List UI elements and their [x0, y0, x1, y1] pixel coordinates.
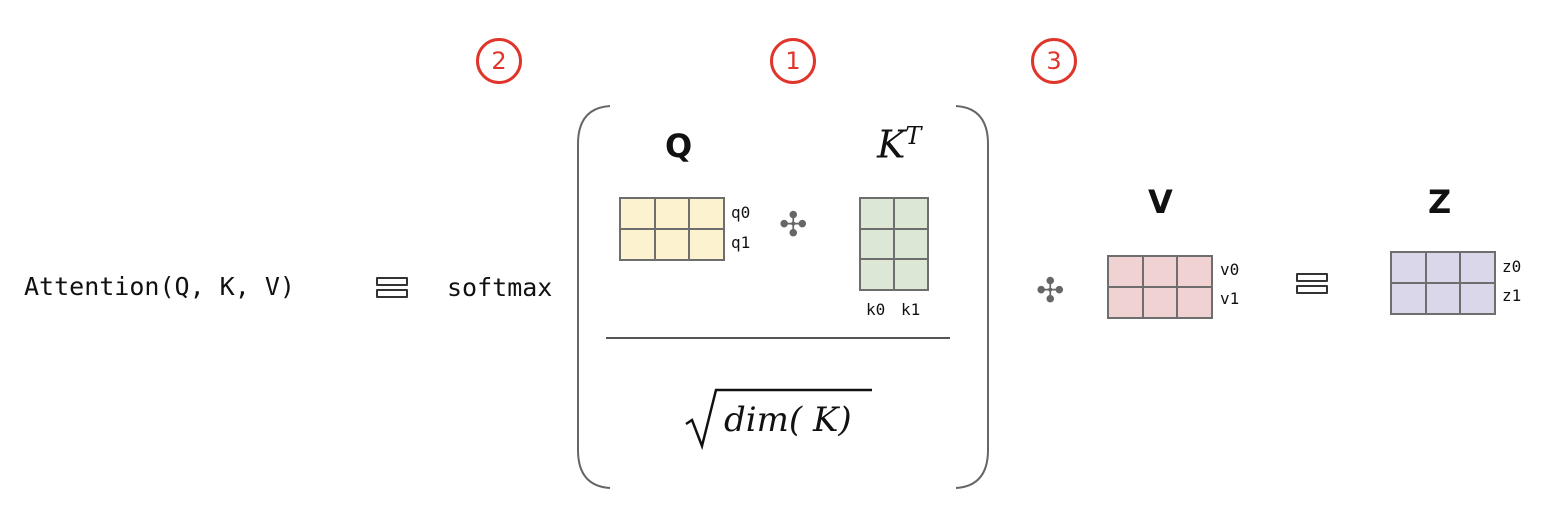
z-matrix — [1390, 251, 1496, 315]
matrix-cell — [654, 198, 690, 229]
matrix-cell — [1425, 283, 1461, 314]
kt-col-label: k0 — [866, 300, 886, 319]
times-icon: ✣ — [779, 205, 808, 245]
z-row-label: z1 — [1502, 286, 1522, 305]
fraction-bar — [606, 337, 950, 339]
step-3-badge: 3 — [1031, 38, 1077, 84]
step-3-number: 3 — [1046, 47, 1062, 75]
matrix-cell — [1142, 287, 1178, 318]
matrix-cell — [1391, 283, 1426, 314]
kt-matrix — [859, 197, 929, 291]
matrix-cell — [689, 198, 724, 229]
softmax-label: softmax — [447, 273, 553, 302]
matrix-cell — [654, 229, 690, 260]
z-label: Z — [1428, 183, 1452, 221]
matrix-cell — [860, 259, 894, 290]
kt-superscript: T — [905, 122, 922, 150]
matrix-cell — [1391, 252, 1426, 283]
matrix-cell — [860, 228, 894, 260]
q-matrix — [619, 197, 725, 261]
matrix-cell — [894, 198, 928, 229]
step-2-badge: 2 — [476, 38, 522, 84]
matrix-cell — [620, 229, 655, 260]
matrix-cell — [894, 259, 928, 290]
kt-col-label: k1 — [901, 300, 921, 319]
matrix-cell — [1142, 256, 1178, 287]
v-row-label: v0 — [1220, 260, 1240, 279]
matrix-cell — [894, 228, 928, 260]
matrix-cell — [1460, 252, 1495, 283]
matrix-cell — [1425, 252, 1461, 283]
step-1-number: 1 — [785, 47, 801, 75]
matrix-cell — [860, 198, 894, 229]
big-parentheses — [577, 105, 989, 489]
step-2-number: 2 — [491, 47, 507, 75]
q-row-label: q0 — [731, 203, 751, 222]
q-label: Q — [665, 127, 693, 165]
matrix-cell — [620, 198, 655, 229]
step-1-badge: 1 — [770, 38, 816, 84]
matrix-cell — [1177, 256, 1212, 287]
matrix-cell — [689, 229, 724, 260]
matrix-cell — [1177, 287, 1212, 318]
matrix-cell — [1460, 283, 1495, 314]
v-matrix — [1107, 255, 1213, 319]
equals-icon — [376, 277, 408, 298]
matrix-cell — [1108, 256, 1143, 287]
sqrt-icon — [685, 388, 872, 450]
z-row-label: z0 — [1502, 257, 1522, 276]
equals-icon — [1296, 273, 1328, 294]
kt-label: KT — [877, 122, 921, 167]
q-row-label: q1 — [731, 233, 751, 252]
matrix-cell — [1108, 287, 1143, 318]
dim-k-text: dim( K) — [724, 400, 852, 440]
kt-base: K — [877, 122, 906, 167]
v-row-label: v1 — [1220, 289, 1240, 308]
attention-lhs: Attention(Q, K, V) — [24, 272, 295, 301]
times-icon: ✣ — [1036, 271, 1065, 311]
v-label: V — [1148, 183, 1173, 221]
